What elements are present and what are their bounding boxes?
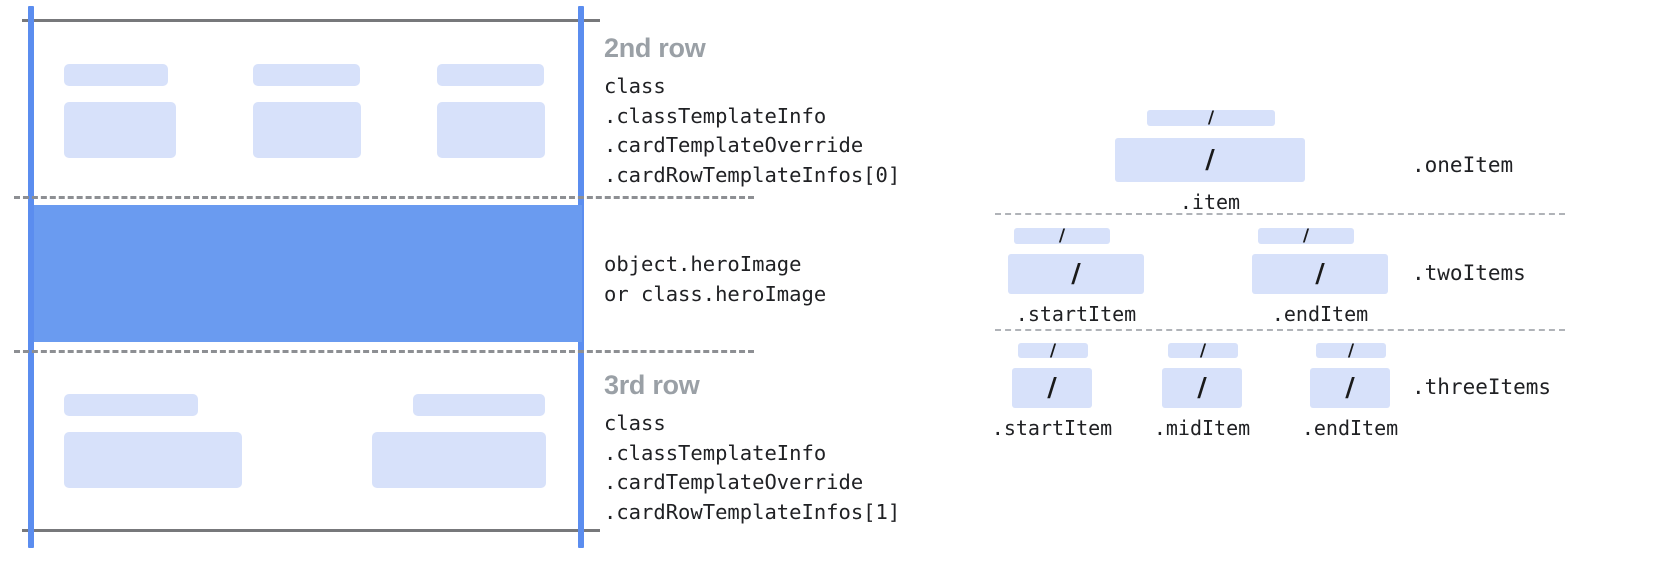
card-top-border xyxy=(22,19,600,22)
group-divider-one-two xyxy=(995,213,1565,215)
row-divider-bottom xyxy=(14,350,754,353)
slot-top-bar: / xyxy=(1316,340,1386,361)
slot-main-bar: / xyxy=(1252,254,1388,294)
item-slot-item: / / .item xyxy=(1115,108,1305,214)
row-2-heading: 2nd row xyxy=(604,33,706,63)
slot-caption: .endItem xyxy=(1271,302,1369,326)
item-slot-start-item: / / .startItem xyxy=(992,340,1112,441)
slot-top-bar: / xyxy=(1168,340,1238,361)
card-left-guide-line xyxy=(28,6,34,548)
row-divider-top xyxy=(14,196,754,199)
item-slot-start-item: / / .startItem xyxy=(1008,226,1144,326)
slot-caption: .endItem xyxy=(1301,416,1399,440)
slot-top-bar: / xyxy=(1147,108,1275,128)
row-3-heading: 3rd row xyxy=(604,370,700,400)
slot-main-bar: / xyxy=(1162,368,1242,408)
slot-main-bar: / xyxy=(1310,368,1390,408)
row2-col1-value-placeholder xyxy=(64,102,176,158)
slot-caption: .startItem xyxy=(1015,302,1137,326)
slash-icon: / xyxy=(1315,259,1325,289)
slash-icon: / xyxy=(1302,226,1310,246)
card-row-diagram xyxy=(0,0,754,584)
row-2-code-path: class .classTemplateInfo .cardTemplateOv… xyxy=(604,74,901,187)
item-slot-mid-item: / / .midItem xyxy=(1154,340,1250,441)
row3-col1-label-placeholder xyxy=(64,394,198,416)
group-label-two-items: .twoItems xyxy=(1412,261,1526,285)
group-label-one-item: .oneItem xyxy=(1412,153,1514,177)
row2-col2-label-placeholder xyxy=(253,64,360,86)
row3-col2-label-placeholder xyxy=(413,394,545,416)
slot-top-bar: / xyxy=(1014,226,1110,246)
row2-col1-label-placeholder xyxy=(64,64,168,86)
slash-icon: / xyxy=(1207,108,1215,128)
hero-image-block xyxy=(34,205,582,342)
slash-icon: / xyxy=(1205,145,1215,175)
group-divider-two-three xyxy=(995,329,1565,331)
slash-icon: / xyxy=(1071,259,1081,289)
slash-icon: / xyxy=(1058,226,1066,246)
item-layout-diagram: / / .item .oneItem / / .startItem / / xyxy=(960,0,1676,584)
card-bottom-border xyxy=(22,529,600,532)
slot-main-bar: / xyxy=(1115,138,1305,182)
row-3-code-path: class .classTemplateInfo .cardTemplateOv… xyxy=(604,411,901,524)
hero-image-code-path: object.heroImage or class.heroImage xyxy=(604,252,827,306)
slash-icon: / xyxy=(1047,373,1057,403)
slash-icon: / xyxy=(1199,340,1207,361)
slash-icon: / xyxy=(1345,373,1355,403)
slash-icon: / xyxy=(1347,340,1355,361)
item-slot-end-item: / / .endItem xyxy=(1252,226,1388,326)
slash-icon: / xyxy=(1049,340,1057,361)
slot-top-bar: / xyxy=(1258,226,1354,246)
slash-icon: / xyxy=(1197,373,1207,403)
slot-main-bar: / xyxy=(1012,368,1092,408)
slot-top-bar: / xyxy=(1018,340,1088,361)
row2-col3-label-placeholder xyxy=(437,64,544,86)
slot-caption: .item xyxy=(1179,190,1241,214)
row3-col1-value-placeholder xyxy=(64,432,242,488)
slot-caption: .midItem xyxy=(1153,416,1251,440)
slot-caption: .startItem xyxy=(991,416,1113,440)
row2-col3-value-placeholder xyxy=(437,102,545,158)
card-row-annotations: 2nd row class .classTemplateInfo .cardTe… xyxy=(604,0,994,584)
row3-col2-value-placeholder xyxy=(372,432,546,488)
slot-main-bar: / xyxy=(1008,254,1144,294)
group-label-three-items: .threeItems xyxy=(1412,375,1552,399)
row2-col2-value-placeholder xyxy=(253,102,361,158)
item-slot-end-item: / / .endItem xyxy=(1302,340,1398,441)
